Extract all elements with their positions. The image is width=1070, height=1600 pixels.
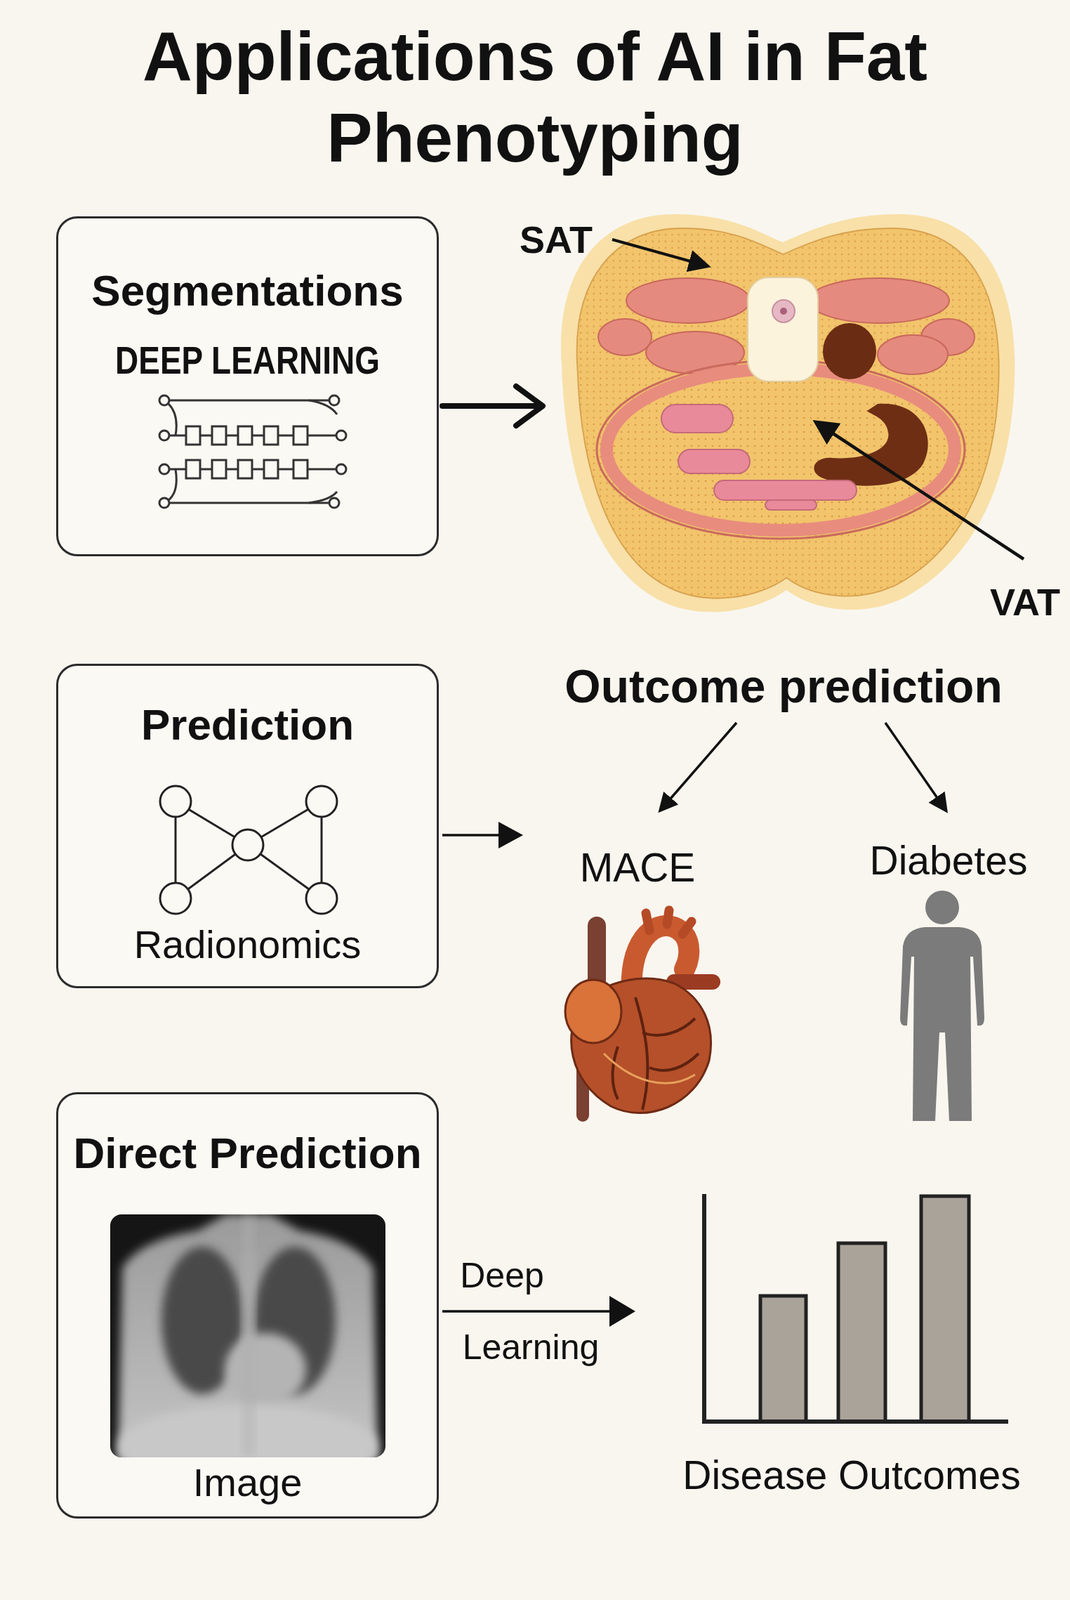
abdomen-illustration [780,307,788,315]
heart-illustration [576,1067,590,1115]
abdomen-illustration [626,278,750,323]
text-label: Disease Outcomes [682,1450,1021,1499]
abdomen-illustration [714,480,857,500]
heart-illustration [565,979,622,1043]
arrow [442,833,500,837]
person-silhouette [900,926,985,1121]
abdomen-illustration [661,404,733,433]
text-label: Learning [462,1325,600,1368]
leader-line [817,423,1024,559]
process-box: SegmentationsDEEP LEARNING [56,216,439,557]
text-label: MACE [579,843,696,891]
arrow-head [498,821,524,849]
thick-arrow [442,403,541,409]
text-label: Diabetes [869,836,1028,884]
arrow [442,722,946,1311]
arrow-head [609,1295,636,1327]
arrow [442,1309,613,1313]
bar-chart [921,1195,969,1422]
abdomen-illustration [645,331,745,374]
arrow [885,722,946,809]
heart-illustration [631,925,690,997]
abdomen-illustration [577,228,1000,599]
abdomen-illustration [598,318,652,356]
abdomen-illustration [596,360,965,539]
bar-chart [760,1295,807,1422]
abdomen-illustration [772,299,795,323]
abdomen-illustration [560,214,1015,612]
heart-illustration [645,909,692,934]
text-label: SAT [519,216,593,263]
diagram-title: Applications of AI in Fat Phenotyping [96,15,974,179]
process-box: PredictionRadionomics [56,663,439,988]
abdomen-illustration [560,214,1015,612]
box-body: Radionomics [58,920,437,968]
box-heading: Segmentations [58,264,437,317]
arrow [661,722,737,809]
bar-chart [704,1193,1009,1422]
box-heading: Direct Prediction [58,1126,437,1179]
text-label: VAT [989,579,1061,625]
leader-line [612,239,1024,559]
abdomen-illustration [921,318,975,356]
text-label: Deep [459,1253,545,1297]
person-silhouette [925,890,960,924]
bar-chart [704,1193,1009,1422]
heart-illustration [587,925,606,983]
heart-illustration [603,1053,696,1083]
person-silhouette [900,890,985,1121]
abdomen-illustration [822,322,877,380]
abdomen-illustration [678,449,750,474]
abdomen-illustration [877,334,948,375]
abdomen-illustration [747,277,818,382]
heart-illustration [674,973,713,990]
thick-arrow [516,386,543,426]
abdomen-illustration [606,368,955,531]
heart-illustration [565,909,713,1115]
thick-arrow [442,386,543,426]
abdomen-illustration [765,499,817,510]
box-body: Image [58,1458,437,1506]
text-label: Outcome prediction [564,658,1002,715]
arrow-head [498,821,636,1327]
box-heading: Prediction [58,698,437,751]
abdomen-illustration [808,278,950,323]
process-box: Direct PredictionImage [56,1091,439,1518]
leader-line [612,239,706,266]
abdomen-illustration [813,403,928,486]
bar-chart [838,1242,886,1422]
heart-illustration [612,996,700,1110]
box-body: DEEP LEARNING [92,336,404,384]
heart-illustration [571,978,712,1113]
